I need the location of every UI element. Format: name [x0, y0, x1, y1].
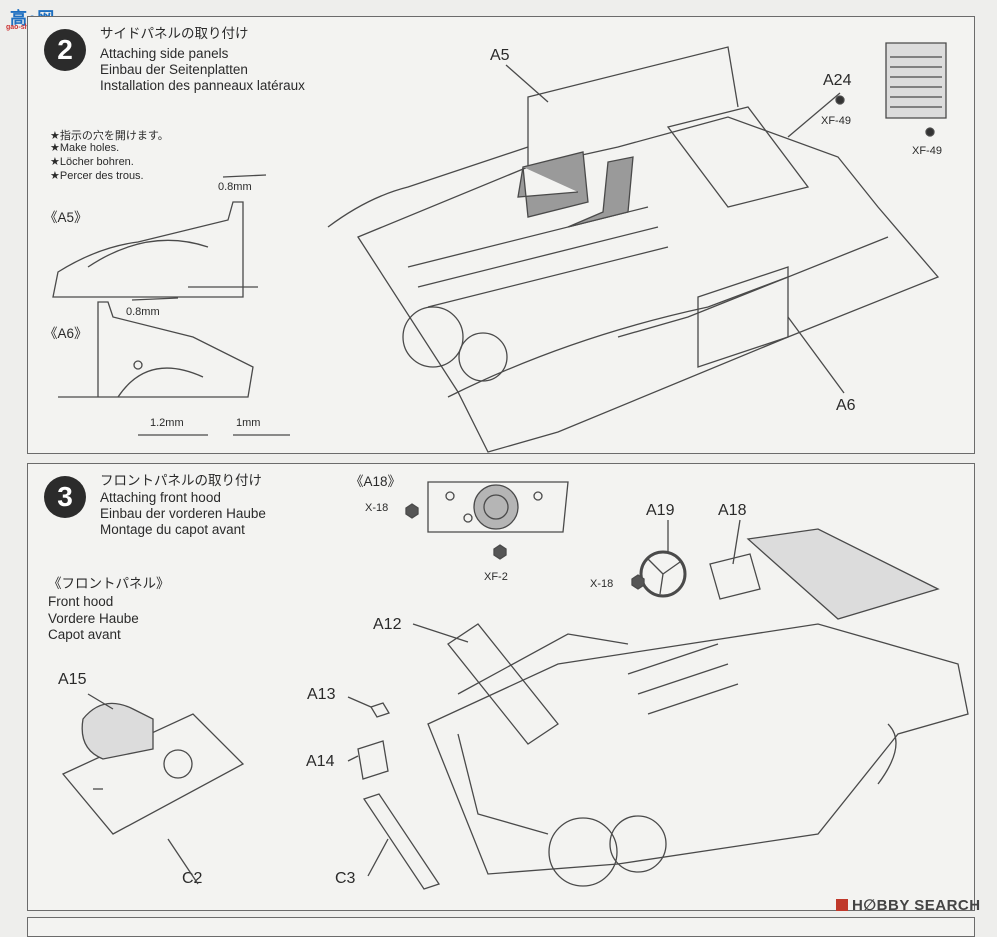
step-3-title-fr: Montage du capot avant	[100, 522, 245, 537]
drill-size-a6-top: 0.8mm	[126, 306, 160, 318]
detail-a5-label: 《A5》	[44, 210, 88, 225]
step-2-panel: 2 サイドパネルの取り付け Attaching side panels Einb…	[27, 16, 975, 454]
hobby-search-watermark: H∅BBY SEARCH	[836, 896, 981, 914]
step-2-illustration	[52, 42, 947, 453]
sub-title-de: Vordere Haube	[48, 611, 139, 626]
rear-cushion	[666, 106, 810, 208]
drill-size-a6-left: 1.2mm	[150, 417, 184, 429]
car-body-step3	[427, 623, 969, 887]
step-2-title-ja: サイドパネルの取り付け	[100, 26, 249, 42]
part-label-a24: A24	[823, 72, 852, 89]
note-en: ★Make holes.	[50, 142, 120, 154]
grille-part	[885, 42, 947, 119]
part-label-c3: C3	[335, 870, 356, 887]
a14-part	[357, 740, 389, 780]
note-ja: ★指示の穴を開けます。	[50, 129, 169, 142]
seat-1	[517, 151, 589, 218]
part-label-a18: A18	[718, 502, 747, 519]
part-label-a14: A14	[306, 753, 335, 770]
a18-dashboard-part	[709, 553, 761, 600]
part-label-a13: A13	[307, 686, 336, 703]
step-2-number: 2	[44, 29, 86, 71]
hood-top	[746, 528, 940, 620]
paint-code-xf2: XF-2	[484, 571, 508, 583]
a13-part	[370, 702, 390, 718]
steering-wheel-a19	[639, 550, 687, 598]
hobby-search-logo-icon	[836, 899, 848, 911]
paint-code-x18-a: X-18	[365, 502, 389, 514]
drill-bit-icon	[131, 174, 290, 436]
step-2-title-de: Einbau der Seitenplatten	[100, 62, 248, 77]
sub-title-en: Front hood	[48, 594, 114, 609]
a15-part	[81, 702, 154, 760]
step-2-title-en: Attaching side panels	[100, 46, 229, 61]
sub-title-ja: 《フロントパネル》	[48, 576, 170, 592]
step-4-panel-partial	[27, 917, 975, 937]
part-label-a6: A6	[836, 397, 856, 414]
drill-size-a5: 0.8mm	[218, 181, 252, 193]
sub-title-fr: Capot avant	[48, 627, 121, 642]
part-label-a19: A19	[646, 502, 675, 519]
step-3-number: 3	[44, 476, 86, 518]
step-2-title-fr: Installation des panneaux latéraux	[100, 78, 305, 93]
a18-dashboard-detail	[427, 481, 569, 533]
step-3-title-en: Attaching front hood	[100, 490, 221, 505]
paint-code-x18-b: X-18	[590, 578, 614, 590]
note-fr: ★Percer des trous.	[50, 170, 144, 182]
step-3-title-de: Einbau der vorderen Haube	[100, 506, 266, 521]
seat-2	[567, 156, 634, 228]
car-body-main	[327, 46, 940, 453]
c3-plate	[362, 793, 441, 890]
part-label-a5: A5	[490, 47, 510, 64]
part-label-a15: A15	[58, 671, 87, 688]
drill-size-a6-right: 1mm	[236, 417, 261, 429]
a6-fender-detail	[58, 301, 254, 398]
a12-windshield	[447, 623, 559, 745]
detail-a6-label: 《A6》	[44, 326, 88, 341]
hobby-search-text: H∅BBY SEARCH	[852, 897, 981, 914]
note-de: ★Löcher bohren.	[50, 156, 134, 168]
paint-code-a24: XF-49	[821, 115, 851, 127]
step-3-title-ja: フロントパネルの取り付け	[100, 473, 262, 489]
step-3-illustration	[61, 481, 969, 890]
paint-code-grille: XF-49	[912, 145, 942, 157]
part-label-a12: A12	[373, 616, 402, 633]
a5-fender-detail	[52, 201, 244, 298]
detail-a18-label: 《A18》	[350, 474, 402, 489]
step-3-panel: 3 フロントパネルの取り付け Attaching front hood Einb…	[27, 463, 975, 911]
